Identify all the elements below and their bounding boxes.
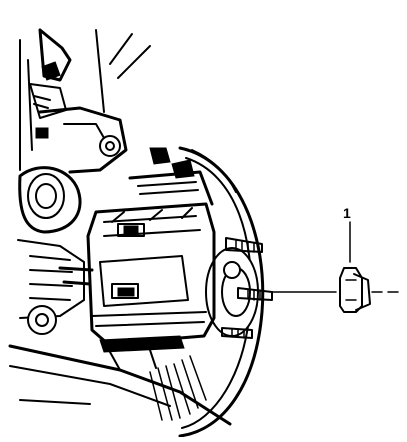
callout-label-1: 1 <box>343 205 351 221</box>
steering-knuckle <box>8 166 232 426</box>
strut-assembly <box>19 28 151 174</box>
wheel-studs <box>221 237 273 339</box>
callout-leader-line <box>271 221 405 293</box>
wheel-nut-icon <box>339 267 371 313</box>
brake-caliper <box>58 147 216 371</box>
brake-rotor <box>149 146 265 438</box>
